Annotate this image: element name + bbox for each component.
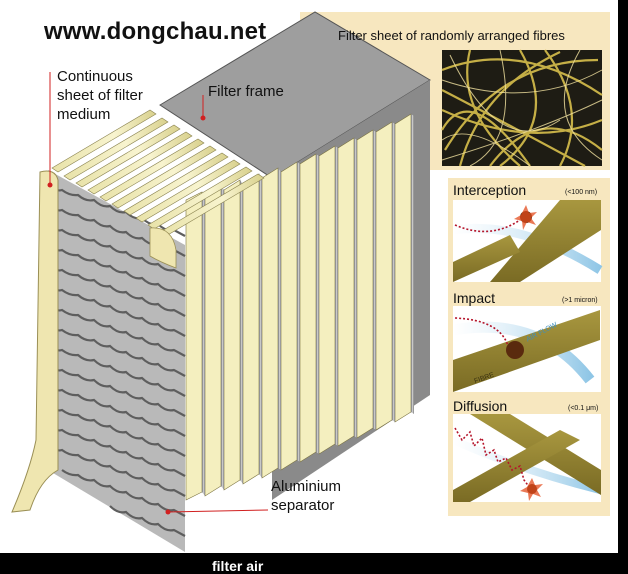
interception-diagram [452,200,603,282]
continuous-line-2: sheet of filter [57,87,143,104]
filter-frame-label: Filter frame [208,83,284,100]
leader-lines [49,72,269,513]
impact-range: (>1 micron) [562,297,598,304]
aluminium-separator-label: Aluminium separator [271,477,341,515]
site-watermark: www.dongchau.net [44,18,267,45]
continuous-line-3: medium [57,106,111,123]
filter-medium-sheet [11,170,59,513]
aluminium-line-2: separator [271,497,335,514]
fibre-sheet-label: Filter sheet of randomly arranged fibres [338,28,565,43]
interception-title: Interception [453,182,527,198]
fibre-sheet-image [441,49,603,167]
diffusion-diagram [451,414,601,502]
aluminium-front-face [47,170,186,552]
continuous-line-1: Continuous [57,68,133,85]
aluminium-line-1: Aluminium [271,478,342,495]
pleat-columns [185,113,414,501]
impact-title: Impact [453,290,496,306]
continuous-sheet-label: Continuous sheet of filter medium [57,67,143,124]
bottom-caption: filter air [212,558,264,574]
diffusion-title: Diffusion [453,398,508,414]
diffusion-range: (<0.1 μm) [568,405,599,412]
interception-range: (<100 nm) [565,189,598,196]
impact-diagram [452,306,601,392]
